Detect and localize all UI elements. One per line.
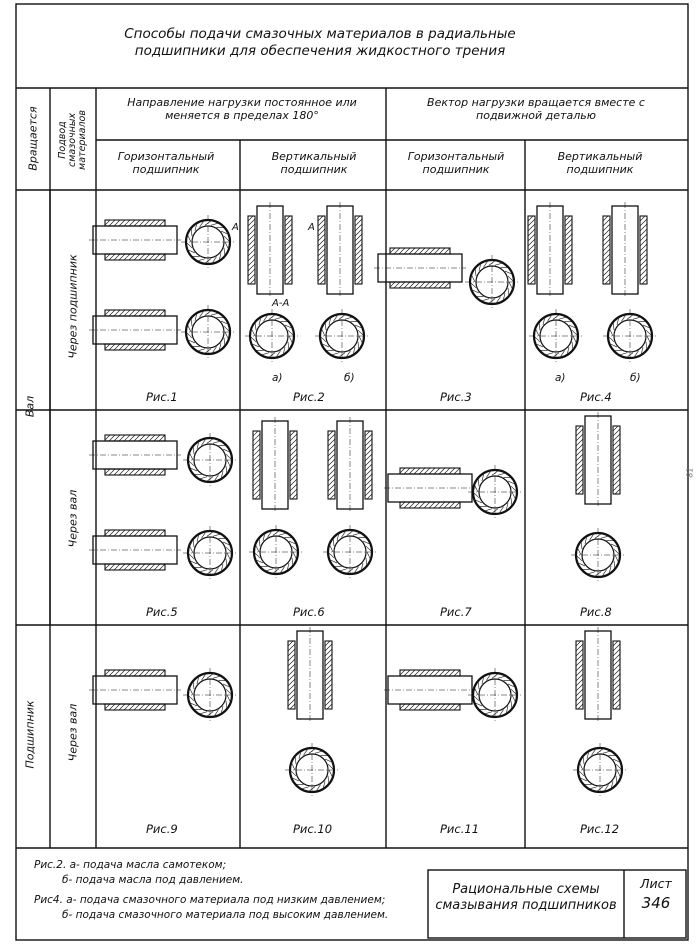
load-constant-header: Направление нагрузки постоянное или меня… (127, 96, 357, 122)
edge-mark: 81 (685, 467, 695, 478)
horizontal-header-1: Горизонтальный подшипник (117, 150, 215, 176)
stamp-sheet-label: Лист (640, 876, 672, 891)
page-title: Способы подачи смазочных материалов в ра… (124, 26, 516, 59)
row-bearing-label: Подшипник (23, 700, 37, 769)
rotates-header: Вращается (26, 106, 40, 171)
figure-12-caption: Рис.12 (580, 822, 620, 836)
figure-7-caption: Рис.7 (440, 605, 472, 619)
section-label: А-А (272, 298, 290, 309)
supply-through-bearing: Через подшипник (66, 254, 80, 359)
section-mark-right: А (308, 222, 315, 233)
note-fig4-a: Рис4. а- подача смазочного материала под… (34, 894, 386, 906)
figure-2-sublabel-b: б) (344, 372, 355, 384)
section-mark-left: А (232, 222, 239, 233)
note-fig2-a: Рис.2. а- подача масла самотеком; (34, 859, 227, 871)
figure-4-sublabel-a: а) (555, 372, 566, 384)
figure-3-caption: Рис.3 (440, 390, 472, 404)
figure-4-caption: Рис.4 (580, 390, 612, 404)
stamp-sheet-number: 346 (641, 894, 671, 912)
stamp-name: Рациональные схемы смазывания подшипнико… (435, 882, 617, 913)
figure-1-caption: Рис.1 (146, 390, 178, 404)
figure-11-caption: Рис.11 (440, 822, 480, 836)
supply-through-shaft-2: Через вал (66, 703, 80, 762)
figure-2-caption: Рис.2 (293, 390, 325, 404)
row-shaft-label: Вал (23, 395, 37, 418)
figure-10-caption: Рис.10 (293, 822, 333, 836)
figure-5-caption: Рис.5 (146, 605, 178, 619)
vertical-header-1: Вертикальный подшипник (271, 150, 357, 176)
vertical-header-2: Вертикальный подшипник (557, 150, 643, 176)
figure-4-sublabel-b: б) (630, 372, 641, 384)
figure-9-caption: Рис.9 (146, 822, 178, 836)
figure-6-caption: Рис.6 (293, 605, 325, 619)
supply-through-shaft-1: Через вал (66, 489, 80, 548)
note-fig2-b: б- подача масла под давлением. (62, 874, 244, 886)
figure-2-sublabel-a: а) (272, 372, 283, 384)
supply-header: Подвод смазочных материалов (57, 110, 88, 170)
note-fig4-b: б- подача смазочного материала под высок… (62, 909, 389, 921)
load-rotating-header: Вектор нагрузки вращается вместе с подви… (427, 96, 645, 122)
figure-8-caption: Рис.8 (580, 605, 612, 619)
horizontal-header-2: Горизонтальный подшипник (407, 150, 505, 176)
